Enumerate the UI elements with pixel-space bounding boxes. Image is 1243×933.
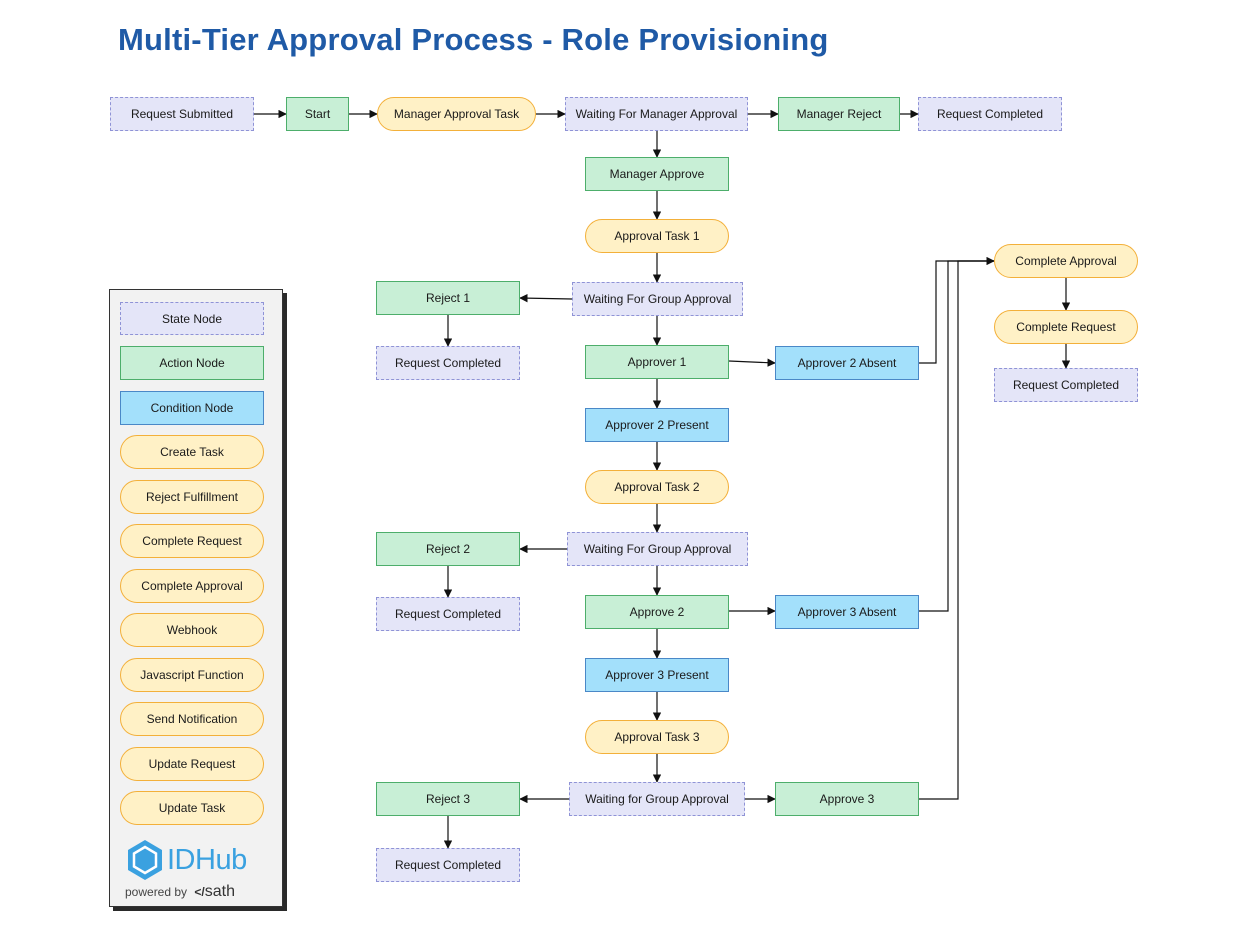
edge-approver1-absent2 — [728, 358, 776, 367]
legend-item-update-task: Update Task — [120, 791, 264, 825]
maker-name: sath — [204, 883, 235, 900]
sath-mark-icon: </ — [194, 885, 205, 899]
hexagon-logo-icon — [128, 840, 162, 880]
node-waiting-group-approval-1: Waiting For Group Approval — [572, 282, 743, 316]
legend-item-complete-request: Complete Request — [120, 524, 264, 558]
legend-item-reject-fulfillment: Reject Fulfillment — [120, 480, 264, 514]
legend-item-update-request: Update Request — [120, 747, 264, 781]
node-complete-request: Complete Request — [994, 310, 1138, 344]
node-reject-1: Reject 1 — [376, 281, 520, 315]
legend-panel: State Node Action Node Condition Node Cr… — [109, 289, 283, 907]
edge-wait1-reject1 — [519, 293, 573, 303]
node-approver-1: Approver 1 — [585, 345, 729, 379]
node-waiting-group-approval-2: Waiting For Group Approval — [567, 532, 748, 566]
node-manager-approval-task: Manager Approval Task — [377, 97, 536, 131]
node-approval-task-1: Approval Task 1 — [585, 219, 729, 253]
node-start: Start — [286, 97, 349, 131]
node-approver-3-present: Approver 3 Present — [585, 658, 729, 692]
idhub-logo: IDHub powered by </sath — [125, 838, 275, 902]
legend-item-action-node: Action Node — [120, 346, 264, 380]
node-request-submitted: Request Submitted — [110, 97, 254, 131]
node-waiting-manager-approval: Waiting For Manager Approval — [565, 97, 748, 131]
node-approver-2-absent: Approver 2 Absent — [775, 346, 919, 380]
node-request-completed-1: Request Completed — [376, 346, 520, 380]
node-approver-3-absent: Approver 3 Absent — [775, 595, 919, 629]
edge-approve3-completeapproval — [918, 260, 994, 800]
legend-item-send-notification: Send Notification — [120, 702, 264, 736]
node-approver-2-present: Approver 2 Present — [585, 408, 729, 442]
edge-absent3-completeapproval — [918, 260, 994, 612]
node-request-completed-top: Request Completed — [918, 97, 1062, 131]
powered-by-line: powered by </sath — [125, 883, 235, 901]
node-request-completed-3: Request Completed — [376, 848, 520, 882]
legend-item-state-node: State Node — [120, 302, 264, 335]
powered-by-label: powered by — [125, 885, 188, 899]
legend-item-javascript-function: Javascript Function — [120, 658, 264, 692]
logo-brand-text: IDHub — [167, 844, 247, 876]
node-request-completed-2: Request Completed — [376, 597, 520, 631]
page-title: Multi-Tier Approval Process - Role Provi… — [118, 22, 829, 57]
node-reject-2: Reject 2 — [376, 532, 520, 566]
node-approval-task-2: Approval Task 2 — [585, 470, 729, 504]
node-complete-approval: Complete Approval — [994, 244, 1138, 278]
legend-item-complete-approval: Complete Approval — [120, 569, 264, 603]
node-approve-3: Approve 3 — [775, 782, 919, 816]
node-reject-3: Reject 3 — [376, 782, 520, 816]
node-manager-approve: Manager Approve — [585, 157, 729, 191]
node-waiting-group-approval-3: Waiting for Group Approval — [569, 782, 745, 816]
legend-item-condition-node: Condition Node — [120, 391, 264, 425]
node-approve-2: Approve 2 — [585, 595, 729, 629]
edge-absent2-completeapproval — [918, 256, 995, 364]
node-approval-task-3: Approval Task 3 — [585, 720, 729, 754]
node-request-completed-right: Request Completed — [994, 368, 1138, 402]
legend-item-webhook: Webhook — [120, 613, 264, 647]
node-manager-reject: Manager Reject — [778, 97, 900, 131]
legend-item-create-task: Create Task — [120, 435, 264, 469]
